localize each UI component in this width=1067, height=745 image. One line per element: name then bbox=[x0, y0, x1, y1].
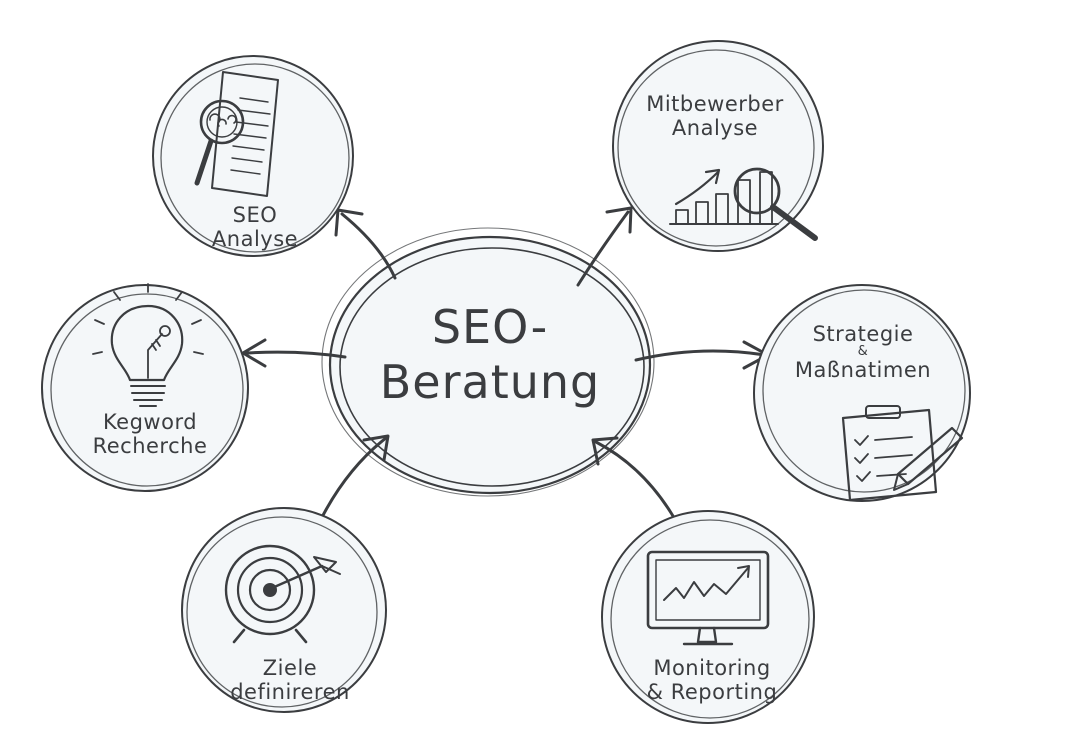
label-seo-analyse-line2: Analyse bbox=[211, 227, 299, 252]
node-strategie bbox=[753, 284, 971, 502]
label-monitoring: Monitoring & Reporting bbox=[622, 656, 802, 704]
label-mitbewerber-line2: Analyse bbox=[671, 116, 759, 141]
node-monitoring bbox=[601, 510, 815, 724]
arrow-to-mitbewerber bbox=[576, 210, 630, 287]
arrow-from-ziele bbox=[316, 436, 388, 527]
label-keyword-line2: Recherche bbox=[92, 434, 208, 459]
arrow-to-strategie bbox=[634, 349, 767, 362]
label-keyword: Kegword Recherche bbox=[80, 410, 220, 458]
label-keyword-line1: Kegword bbox=[102, 410, 198, 434]
label-ziele-line2: definireren bbox=[230, 680, 350, 705]
center-title-line2: Beratung bbox=[379, 355, 601, 410]
label-monitoring-line2: & Reporting bbox=[646, 680, 778, 705]
arrowhead-mitbewerber bbox=[605, 206, 633, 234]
node-keyword bbox=[41, 283, 249, 492]
arrowhead-keyword bbox=[241, 338, 267, 368]
arrow-to-seo-analyse bbox=[340, 212, 397, 280]
label-mitbewerber-line1: Mitbewerber bbox=[646, 92, 784, 116]
target-arrow-icon bbox=[224, 544, 341, 644]
document-magnifier-icon bbox=[194, 71, 279, 197]
label-strategie-line2: & bbox=[857, 344, 869, 360]
center-title-line1: SEO- bbox=[431, 300, 549, 354]
label-strategie-line1: Strategie bbox=[812, 322, 914, 346]
label-strategie-line3: Maßnatimen bbox=[794, 357, 932, 382]
arrowhead-monitoring bbox=[591, 436, 619, 466]
connector-arrows bbox=[241, 206, 770, 534]
clipboard-checklist-icon bbox=[841, 405, 964, 502]
arrow-to-keyword bbox=[244, 350, 347, 359]
lightbulb-icon bbox=[92, 283, 204, 407]
center-node bbox=[321, 227, 655, 497]
label-ziele: Ziele definireren bbox=[215, 656, 365, 704]
label-seo-analyse-line1: SEO bbox=[232, 203, 278, 227]
arrowhead-seo-analyse bbox=[334, 208, 364, 237]
label-seo-analyse: SEO Analyse bbox=[190, 203, 320, 251]
monitor-chart-icon bbox=[646, 550, 770, 646]
label-mitbewerber: Mitbewerber Analyse bbox=[635, 92, 795, 140]
node-seo-analyse bbox=[152, 55, 354, 257]
arrowhead-ziele bbox=[362, 434, 390, 462]
node-ziele bbox=[181, 507, 387, 713]
center-title: SEO- Beratung bbox=[330, 300, 650, 410]
label-ziele-line1: Ziele bbox=[262, 656, 318, 680]
node-mitbewerber bbox=[612, 40, 824, 252]
label-monitoring-line1: Monitoring bbox=[653, 656, 771, 680]
bar-chart-magnifier-icon bbox=[669, 167, 818, 241]
label-strategie: Strategie & Maßnatimen bbox=[783, 323, 943, 381]
